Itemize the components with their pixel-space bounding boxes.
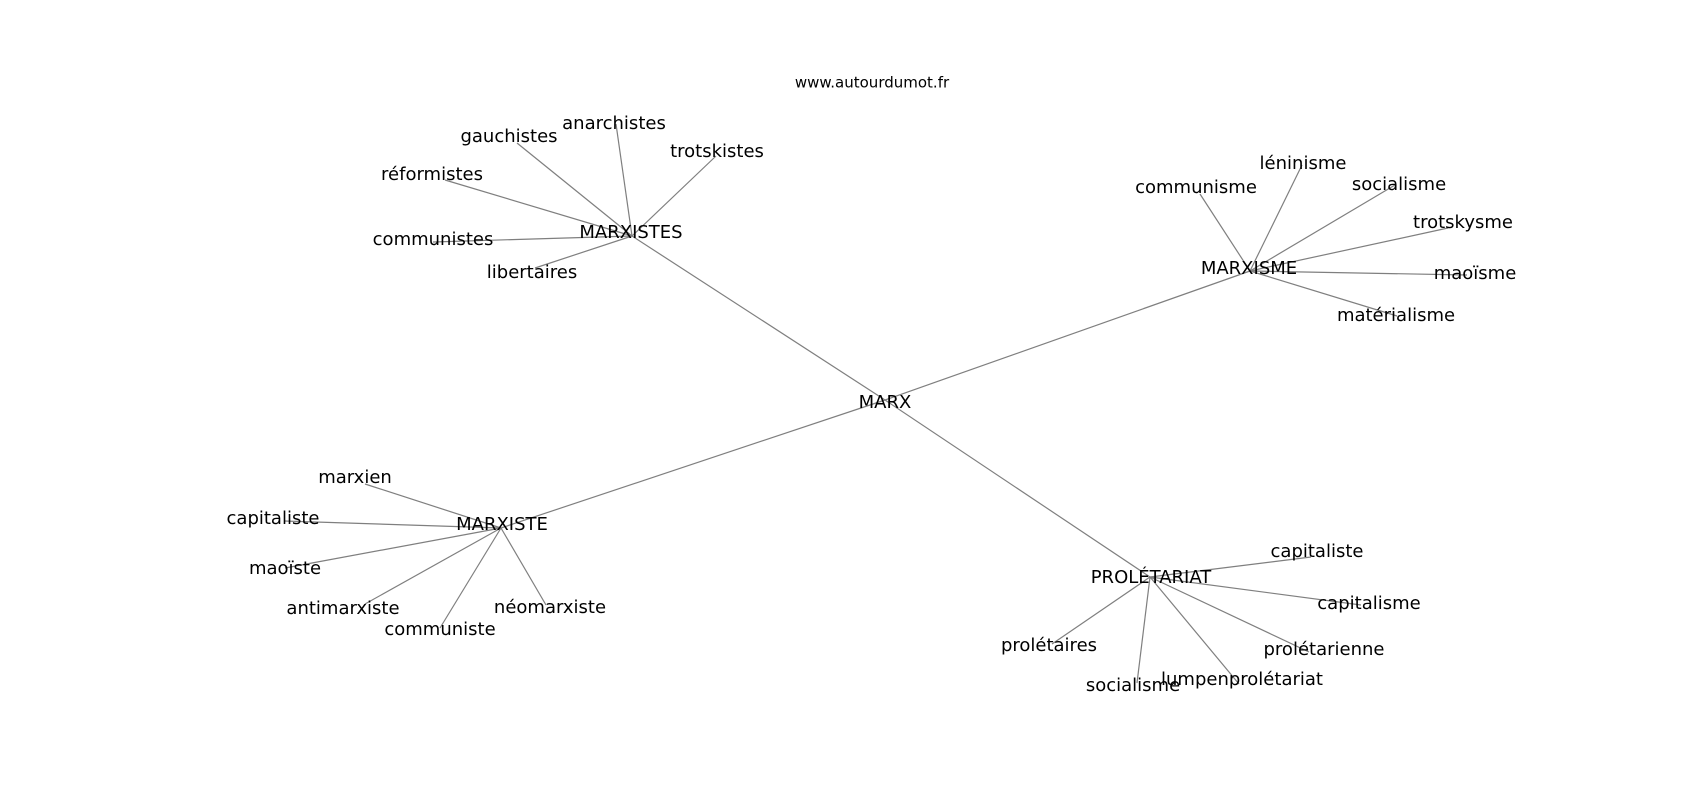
- hub-node-label: MARXISME: [1201, 258, 1297, 279]
- edge-root-to-hub-1: [884, 270, 1251, 401]
- leaf-node-label: capitalisme: [1317, 593, 1420, 614]
- leaf-node-label: capitaliste: [227, 508, 320, 529]
- leaf-node-label: prolétaires: [1001, 635, 1097, 656]
- edge-hub-0-leaf-4: [432, 235, 633, 243]
- edge-hub-3-leaf-0: [1149, 556, 1312, 578]
- edge-hub-2-leaf-0: [364, 483, 502, 529]
- edge-hub-2-leaf-2: [284, 527, 502, 569]
- leaf-node-label: lumpenprolétariat: [1161, 669, 1323, 690]
- leaf-node-label: matérialisme: [1337, 305, 1455, 326]
- edges-layer: [283, 123, 1468, 685]
- edge-hub-0-leaf-5: [534, 235, 633, 269]
- leaf-node-label: anarchistes: [562, 113, 666, 134]
- leaf-node-label: antimarxiste: [286, 598, 399, 619]
- edge-root-to-hub-3: [884, 399, 1151, 578]
- edge-hub-1-leaf-2: [1249, 184, 1396, 272]
- leaf-node-label: libertaires: [487, 262, 577, 283]
- edge-hub-1-leaf-1: [1199, 193, 1251, 272]
- edge-hub-1-leaf-0: [1249, 164, 1303, 272]
- edge-hub-2-leaf-5: [500, 527, 547, 606]
- leaf-node-label: maoïsme: [1434, 263, 1517, 284]
- edge-hub-3-leaf-3: [1149, 576, 1240, 685]
- hub-node-label: PROLÉTARIAT: [1091, 566, 1213, 588]
- edge-root-to-hub-0: [631, 235, 886, 401]
- edge-hub-2-leaf-3: [364, 527, 502, 605]
- leaf-node-label: communistes: [373, 229, 494, 250]
- edge-hub-3-leaf-1: [1149, 576, 1362, 606]
- edge-hub-1-leaf-4: [1249, 270, 1468, 276]
- leaf-node-label: léninisme: [1260, 153, 1347, 174]
- edge-hub-0-leaf-3: [444, 179, 633, 237]
- edge-hub-3-leaf-5: [1051, 576, 1151, 645]
- hub-node-label: MARXISTE: [456, 514, 548, 535]
- edge-hub-0-leaf-1: [516, 142, 633, 237]
- leaf-node-label: néomarxiste: [494, 597, 606, 618]
- hub-node-label: MARXISTES: [579, 222, 682, 243]
- edge-hub-0-leaf-2: [631, 155, 717, 237]
- edge-root-to-hub-2: [500, 399, 886, 529]
- leaf-node-label: réformistes: [381, 164, 483, 185]
- leaf-node-label: maoïste: [249, 558, 321, 579]
- leaf-node-label: socialisme: [1086, 675, 1180, 696]
- edge-hub-2-leaf-4: [439, 527, 502, 629]
- leaf-node-label: socialisme: [1352, 174, 1446, 195]
- source-url-label: www.autourdumot.fr: [795, 74, 950, 92]
- edge-hub-0-leaf-0: [615, 123, 633, 237]
- edge-hub-3-leaf-2: [1149, 576, 1310, 653]
- leaf-node-label: prolétarienne: [1264, 639, 1385, 660]
- leaf-node-label: communiste: [384, 619, 495, 640]
- edge-hub-1-leaf-3: [1249, 227, 1449, 272]
- leaf-node-label: capitaliste: [1271, 541, 1364, 562]
- leaf-node-label: gauchistes: [460, 126, 557, 147]
- leaf-node-label: communisme: [1135, 177, 1257, 198]
- leaf-node-label: trotskistes: [670, 141, 764, 162]
- edge-hub-2-leaf-1: [283, 520, 502, 529]
- edge-hub-1-leaf-5: [1249, 270, 1398, 317]
- leaf-node-label: trotskysme: [1413, 212, 1513, 233]
- leaf-node-label: marxien: [318, 467, 392, 488]
- root-node-label: MARX: [859, 392, 912, 413]
- edge-hub-3-leaf-4: [1136, 576, 1151, 684]
